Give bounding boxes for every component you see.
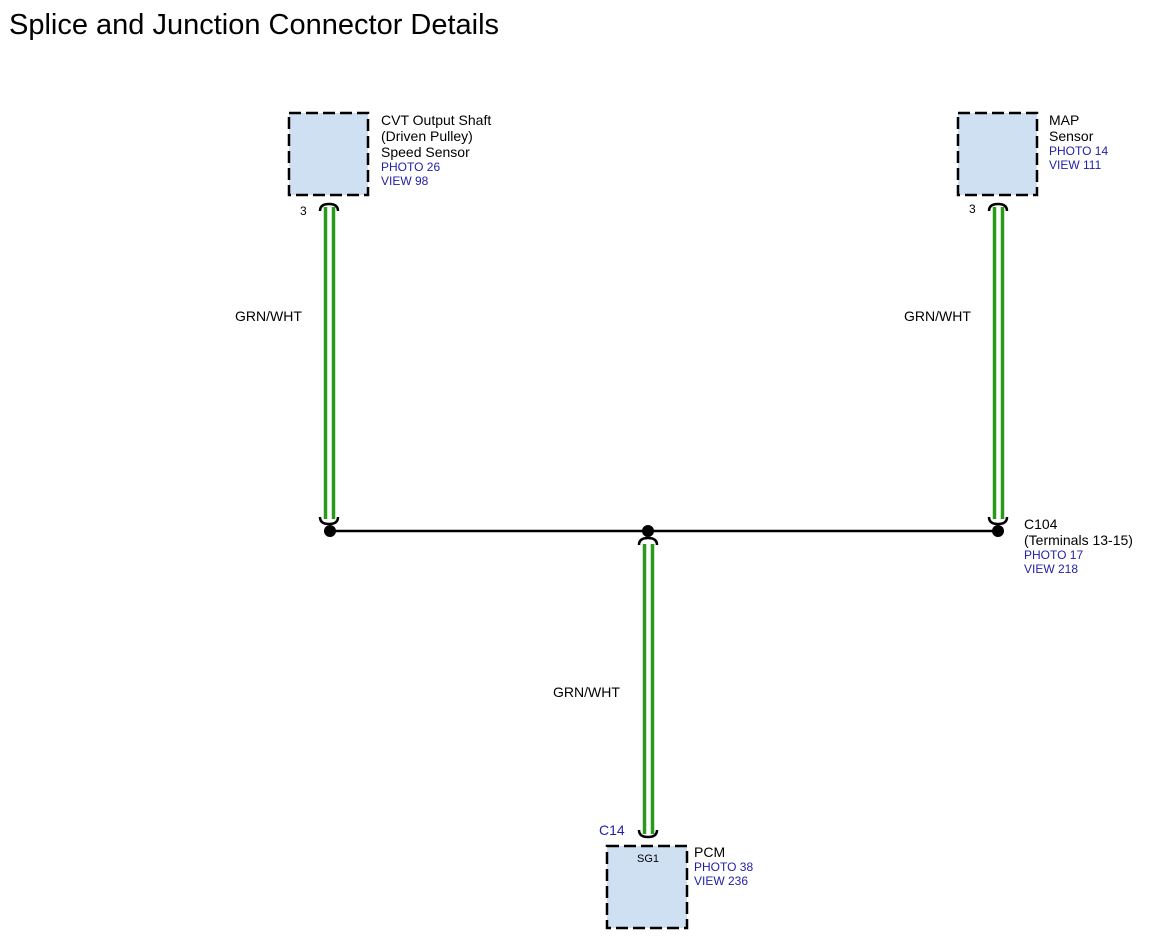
cvt-sensor-pin: 3 <box>300 204 307 218</box>
c104-photo-link[interactable]: PHOTO 17 <box>1024 548 1084 562</box>
splice-point-right[interactable] <box>992 525 1004 537</box>
wire-bottom-color-label: GRN/WHT <box>553 684 620 700</box>
pcm-label: PCM PHOTO 38 VIEW 236 <box>694 844 753 888</box>
c104-view-link[interactable]: VIEW 218 <box>1024 562 1079 576</box>
wire-left-color-label: GRN/WHT <box>235 308 302 324</box>
pcm-pin-label: SG1 <box>637 853 660 865</box>
page-title: Splice and Junction Connector Details <box>9 9 500 41</box>
wire-right[interactable] <box>992 207 1005 519</box>
pcm-name: PCM <box>694 844 726 860</box>
terminal-cap-map <box>987 202 1009 212</box>
pcm-connector-id[interactable]: C14 <box>599 822 625 838</box>
terminal-cap-center-splice <box>637 536 659 546</box>
map-sensor-name-line-1: MAP <box>1049 112 1080 128</box>
cvt-sensor-connector-box[interactable] <box>287 111 370 197</box>
wire-bottom[interactable] <box>642 544 655 834</box>
cvt-sensor-name-line-1: CVT Output Shaft <box>381 112 492 128</box>
map-sensor-label: MAP Sensor PHOTO 14 VIEW 111 <box>1049 112 1108 172</box>
terminal-cap-cvt <box>318 202 340 212</box>
splice-point-left[interactable] <box>324 525 336 537</box>
wire-right-color-label: GRN/WHT <box>904 308 971 324</box>
cvt-sensor-label: CVT Output Shaft (Driven Pulley) Speed S… <box>381 112 491 188</box>
cvt-sensor-photo-link[interactable]: PHOTO 26 <box>381 160 441 174</box>
c104-terminals: (Terminals 13-15) <box>1024 532 1133 548</box>
pcm-photo-link[interactable]: PHOTO 38 <box>694 860 754 874</box>
c104-id: C104 <box>1024 516 1058 532</box>
terminal-cap-c104 <box>987 516 1009 526</box>
pcm-connector-box[interactable] <box>605 844 689 930</box>
c104-label: C104 (Terminals 13-15) PHOTO 17 VIEW 218 <box>1024 516 1133 576</box>
pcm-view-link[interactable]: VIEW 236 <box>694 874 749 888</box>
terminal-cap-left-splice <box>318 516 340 526</box>
cvt-sensor-view-link[interactable]: VIEW 98 <box>381 174 429 188</box>
map-sensor-view-link[interactable]: VIEW 111 <box>1049 158 1102 172</box>
map-sensor-photo-link[interactable]: PHOTO 14 <box>1049 144 1109 158</box>
splice-point-center[interactable] <box>642 525 654 537</box>
map-sensor-pin: 3 <box>969 202 976 216</box>
wire-left[interactable] <box>323 207 336 519</box>
cvt-sensor-name-line-3: Speed Sensor <box>381 144 470 160</box>
terminal-cap-pcm <box>637 829 659 839</box>
cvt-sensor-name-line-2: (Driven Pulley) <box>381 128 473 144</box>
map-sensor-name-line-2: Sensor <box>1049 128 1094 144</box>
map-sensor-connector-box[interactable] <box>956 111 1039 197</box>
